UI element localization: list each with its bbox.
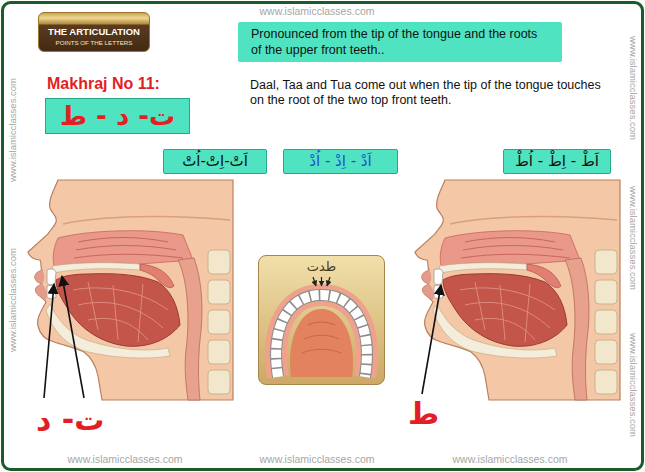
letters-box: ت- د - ط [45, 98, 190, 134]
pointer-arrow [321, 277, 322, 286]
leader-line [44, 284, 54, 398]
right-head [415, 180, 620, 400]
palate-ridges [302, 322, 341, 353]
letters-text: ت- د - ط [60, 99, 175, 133]
watermark: www.islamicclasses.com [628, 333, 639, 437]
syllable-box: اَتْ-اِتْ-اُتْ [163, 149, 267, 174]
watermark: www.islamicclasses.com [260, 453, 375, 465]
watermark: www.islamicclasses.com [628, 186, 639, 290]
leader-line [422, 285, 441, 394]
logo-title: THE ARTICULATION [48, 26, 140, 38]
letters-text: طدت [307, 258, 336, 275]
description-box: Pronounced from the tip of the tongue an… [238, 22, 562, 62]
teeth [276, 295, 367, 377]
syllable-text: اَطْ - اِطْ - اُطْ [515, 151, 599, 172]
gum [276, 295, 367, 377]
logo-subtitle: POINTS OF THE LETTERS [56, 38, 133, 47]
box-text: Pronounced from the tip of the tongue an… [251, 26, 542, 58]
makhraj-box: Makhraj No 11: ت- د - ط [40, 74, 190, 134]
left-head [28, 180, 233, 400]
syllable-text: اَدْ - اِدْ - اُدْ [309, 151, 371, 172]
pointer-arrow [327, 277, 330, 286]
teeth-outline [276, 295, 367, 377]
watermark: www.islamicclasses.com [453, 453, 568, 465]
leader-line [62, 276, 84, 398]
palate [290, 309, 353, 377]
watermark: www.islamicclasses.com [628, 36, 639, 140]
syllable-box: اَطْ - اِطْ - اُطْ [503, 149, 611, 174]
syllable-box: اَدْ - اِدْ - اُدْ [283, 149, 398, 174]
pointer-arrow [313, 277, 316, 286]
letter-label: ط [408, 396, 439, 432]
watermark: www.islamicclasses.com [260, 5, 375, 17]
watermark: www.islamicclasses.com [7, 78, 18, 182]
syllable-text: اَتْ-اِتْ-اُتْ [182, 151, 248, 172]
letter-label: ت- د [36, 402, 104, 438]
palate-illustration [258, 255, 385, 385]
page-frame [3, 3, 643, 470]
description-text: Daal, Taa and Tua come out when the tip … [250, 78, 605, 108]
watermark: www.islamicclasses.com [68, 453, 183, 465]
watermark: www.islamicclasses.com [7, 248, 18, 352]
logo-badge: THE ARTICULATIONPOINTS OF THE LETTERS [38, 12, 150, 52]
makhraj-heading: Makhraj No 11: [40, 74, 190, 94]
